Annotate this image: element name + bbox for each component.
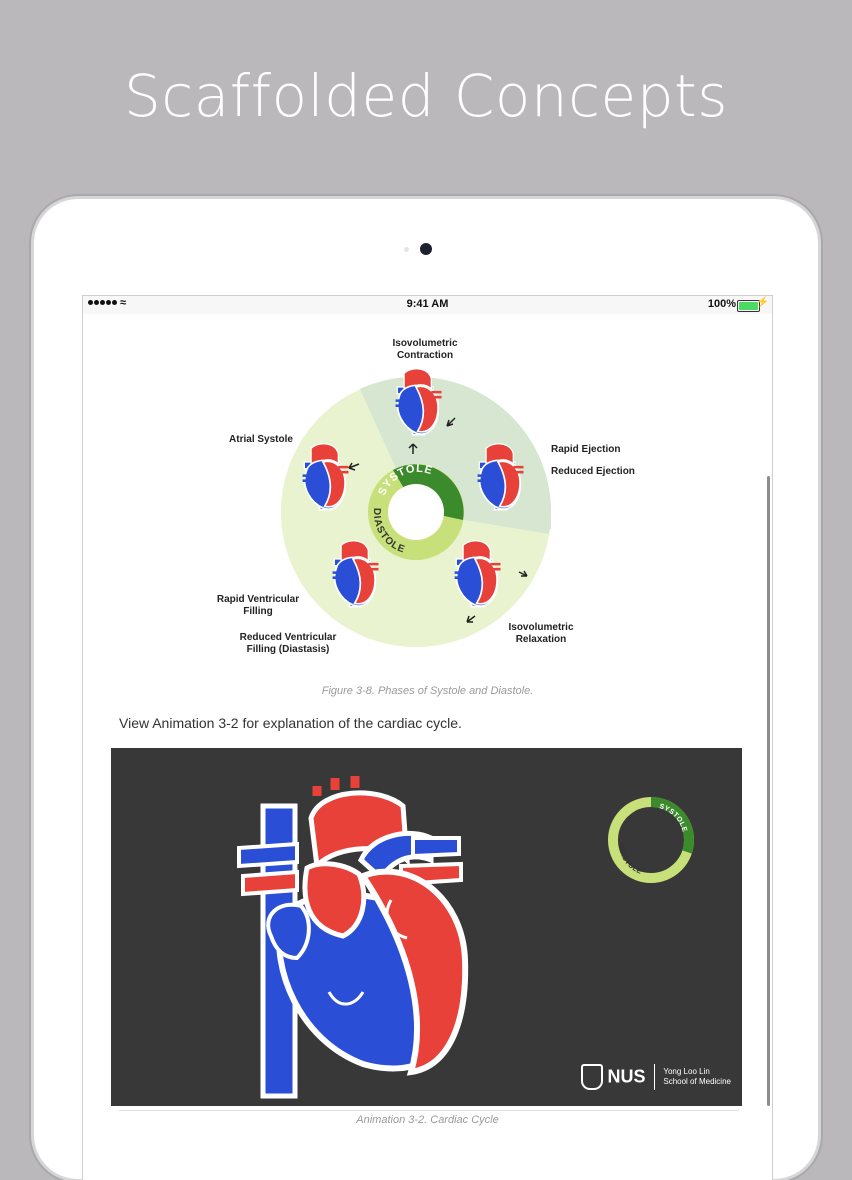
arrow-icon [466, 615, 476, 623]
animated-heart-illustration: SYSTOLE DIASTOLE [237, 776, 694, 1099]
label-reduced-ventricular-filling: Reduced Ventricular Filling (Diastasis) [239, 632, 337, 655]
label-atrial-systole: Atrial Systole [229, 434, 293, 445]
camera-dot [420, 243, 432, 255]
cardiac-phases-figure: SYSTOLE DIASTOLE Isovolumetric Contracti… [83, 314, 772, 684]
nus-crest-icon [581, 1064, 603, 1090]
school-name-line1: Yong Loo Lin [663, 1067, 710, 1076]
signal-icon [88, 300, 117, 305]
app-screen: ≈ 9:41 AM 100% ⚡ [82, 295, 773, 1180]
label-isovolumetric-contraction: Isovolumetric Contraction [392, 338, 458, 361]
label-rapid-ventricular-filling: Rapid Ventricular Filling [216, 594, 300, 617]
scrollbar[interactable] [767, 476, 770, 1106]
school-name-line2: School of Medicine [663, 1077, 731, 1086]
phase-wheel-diagram: SYSTOLE DIASTOLE [281, 367, 552, 647]
arrow-icon [446, 417, 456, 427]
arrow-icon [348, 462, 360, 471]
label-reduced-ejection: Reduced Ejection [551, 466, 635, 477]
animation-caption: Animation 3-2. Cardiac Cycle [356, 1114, 499, 1126]
label-rapid-ejection: Rapid Ejection [551, 444, 621, 455]
battery-icon [737, 300, 760, 312]
animation-video-player[interactable]: SYSTOLE DIASTOLE NUS Yong Loo Lin School… [111, 748, 742, 1106]
arrow-icon [518, 570, 528, 577]
charging-icon: ⚡ [756, 297, 769, 308]
label-isovolumetric-relaxation: Isovolumetric Relaxation [508, 622, 574, 645]
promo-title: Scaffolded Concepts [123, 62, 729, 130]
battery-percentage: 100% [707, 298, 736, 310]
nus-logo: NUS Yong Loo Lin School of Medicine [581, 1064, 731, 1090]
body-text: View Animation 3-2 for explanation of th… [119, 715, 462, 731]
tablet-frame: ≈ 9:41 AM 100% ⚡ [34, 199, 818, 1180]
divider [119, 1110, 739, 1111]
arrow-icon [408, 443, 418, 454]
figure-caption: Figure 3-8. Phases of Systole and Diasto… [321, 685, 534, 697]
status-bar: ≈ 9:41 AM 100% ⚡ [83, 296, 772, 314]
wifi-icon: ≈ [120, 297, 127, 309]
status-time: 9:41 AM [406, 298, 449, 310]
sensor-dot [404, 247, 409, 252]
nus-wordmark: NUS [607, 1066, 646, 1087]
